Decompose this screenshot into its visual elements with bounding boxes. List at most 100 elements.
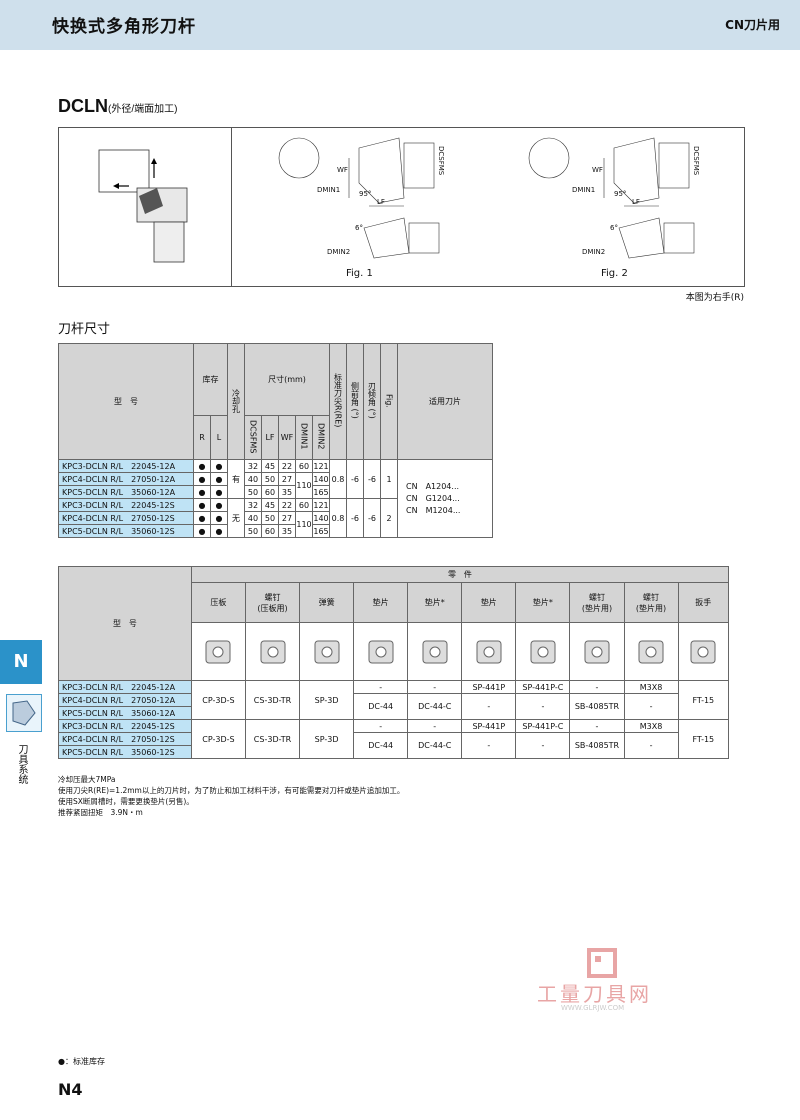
lf-cell: 60 bbox=[261, 524, 279, 538]
dmin1-cell: 110 bbox=[295, 511, 313, 538]
note-line: 使用SX断屑槽时，需要更换垫片(另售)。 bbox=[58, 797, 194, 806]
stock-cell: ● bbox=[210, 498, 228, 512]
stock-cell: ● bbox=[210, 472, 228, 486]
fig1-a6: 6° bbox=[355, 224, 363, 232]
insert-item: CN G1204... bbox=[406, 493, 460, 503]
fig1-dmin2: DMIN2 bbox=[327, 248, 351, 256]
clamp-cell: CP-3D-S bbox=[190, 719, 246, 759]
incl-angle-cell: -6 bbox=[363, 459, 381, 499]
part-cell: - bbox=[461, 693, 517, 720]
t1-h-dmin1: DMIN1 bbox=[299, 423, 309, 450]
fig1-a95: 95° bbox=[359, 190, 372, 198]
notes: 冷却压最大7MPa 使用刀尖R(RE)=1.2mm以上的刀片时，为了防止和加工材… bbox=[58, 774, 404, 818]
model-cell: KPC4-DCLN R/L 27050-12A bbox=[58, 472, 194, 486]
page-header: 快换式多角形刀杆 CN刀片用 bbox=[0, 0, 800, 50]
lf-cell: 60 bbox=[261, 485, 279, 499]
page-number: N4 bbox=[58, 1080, 83, 1099]
coolant-cell: 无 bbox=[227, 498, 245, 538]
part-col-header: 压板 bbox=[190, 582, 246, 623]
part-icon-cell bbox=[299, 622, 355, 681]
model-cell: KPC5-DCLN R/L 35060-12A bbox=[58, 706, 192, 720]
fig1-dcsfms: DCSFMS bbox=[437, 146, 445, 176]
spring-cell: SP-3D bbox=[299, 680, 355, 720]
dmin2-cell: 165 bbox=[312, 524, 330, 538]
wrench-cell: FT-15 bbox=[677, 719, 730, 759]
insert-item: CN M1204... bbox=[406, 505, 461, 515]
part-icon bbox=[530, 640, 556, 663]
part-icon-cell bbox=[244, 622, 301, 681]
dmin2-cell: 121 bbox=[312, 459, 330, 473]
model-cell: KPC3-DCLN R/L 22045-12A bbox=[58, 459, 194, 473]
side-tab-text: 刀具系统 bbox=[16, 744, 27, 784]
part-cell: DC-44 bbox=[353, 732, 409, 759]
part-icon-cell bbox=[353, 622, 409, 681]
part-cell: - bbox=[569, 719, 625, 733]
part-col-header: 螺钉 (垫片用) bbox=[623, 582, 679, 623]
part-icon bbox=[314, 640, 340, 663]
fig2-a95: 95° bbox=[614, 190, 627, 198]
stock-cell: ● bbox=[193, 485, 211, 499]
model-cell: KPC3-DCLN R/L 22045-12A bbox=[58, 680, 192, 694]
dmin2-cell: 121 bbox=[312, 498, 330, 512]
part-cell: - bbox=[353, 680, 409, 694]
part-icon bbox=[690, 640, 716, 663]
part-col-header: 扳手 bbox=[677, 582, 730, 623]
t1-h-lf: LF bbox=[261, 415, 279, 460]
page-title: 快换式多角形刀杆 bbox=[52, 17, 196, 37]
part-icon bbox=[638, 640, 664, 663]
stock-cell: ● bbox=[193, 459, 211, 473]
part-cell: SP-441P bbox=[461, 719, 517, 733]
insert-item: CN A1204... bbox=[406, 481, 460, 491]
part-icon bbox=[205, 640, 231, 663]
part-icon bbox=[422, 640, 448, 663]
part-icon-cell bbox=[677, 622, 730, 681]
part-icon bbox=[368, 640, 394, 663]
dcsfms-cell: 32 bbox=[244, 498, 262, 512]
part-cell: - bbox=[461, 732, 517, 759]
dmin2-cell: 165 bbox=[312, 485, 330, 499]
part-cell: DC-44 bbox=[353, 693, 409, 720]
t1-h-fig: Fig. bbox=[384, 393, 394, 408]
wf-cell: 35 bbox=[278, 485, 296, 499]
part-icon-cell bbox=[190, 622, 246, 681]
part-col-header: 螺钉 (压板用) bbox=[244, 582, 301, 623]
dcsfms-cell: 32 bbox=[244, 459, 262, 473]
watermark-logo-icon bbox=[587, 948, 617, 978]
fig-cell: 2 bbox=[380, 498, 398, 538]
tool-drawings bbox=[98, 137, 695, 263]
re-cell: 0.8 bbox=[329, 459, 347, 499]
table-row: KPC5-DCLN R/L 35060-12S bbox=[58, 745, 729, 759]
model-cell: KPC3-DCLN R/L 22045-12S bbox=[58, 719, 192, 733]
side-angle-cell: -6 bbox=[346, 459, 364, 499]
note-line: 冷却压最大7MPa bbox=[58, 775, 116, 784]
fig2-wf: WF bbox=[592, 166, 603, 174]
table1-title: 刀杆尺寸 bbox=[58, 322, 111, 337]
part-cell: SP-441P-C bbox=[515, 719, 571, 733]
wf-cell: 22 bbox=[278, 498, 296, 512]
part-cell: SP-441P bbox=[461, 680, 517, 694]
part-icon bbox=[584, 640, 610, 663]
wf-cell: 35 bbox=[278, 524, 296, 538]
lf-cell: 45 bbox=[261, 459, 279, 473]
fig2-a6: 6° bbox=[610, 224, 618, 232]
part-cell: M3X8 bbox=[623, 719, 679, 733]
dcsfms-cell: 40 bbox=[244, 511, 262, 525]
fig1-wf: WF bbox=[337, 166, 348, 174]
t1-h-side: 侧前角 (°) bbox=[350, 382, 360, 419]
fig2-dmin1: DMIN1 bbox=[572, 186, 596, 194]
dmin1-cell: 60 bbox=[295, 459, 313, 473]
part-col-header: 弹簧 bbox=[299, 582, 355, 623]
lf-cell: 50 bbox=[261, 511, 279, 525]
dmin1-cell: 110 bbox=[295, 472, 313, 499]
part-cell: - bbox=[623, 732, 679, 759]
part-cell: SB-4085TR bbox=[569, 732, 625, 759]
stock-cell: ● bbox=[210, 485, 228, 499]
part-col-header: 垫片 bbox=[353, 582, 409, 623]
part-cell: - bbox=[515, 693, 571, 720]
model-cell: KPC5-DCLN R/L 35060-12S bbox=[58, 745, 192, 759]
model-cell: KPC5-DCLN R/L 35060-12S bbox=[58, 524, 194, 538]
stock-cell: ● bbox=[210, 524, 228, 538]
